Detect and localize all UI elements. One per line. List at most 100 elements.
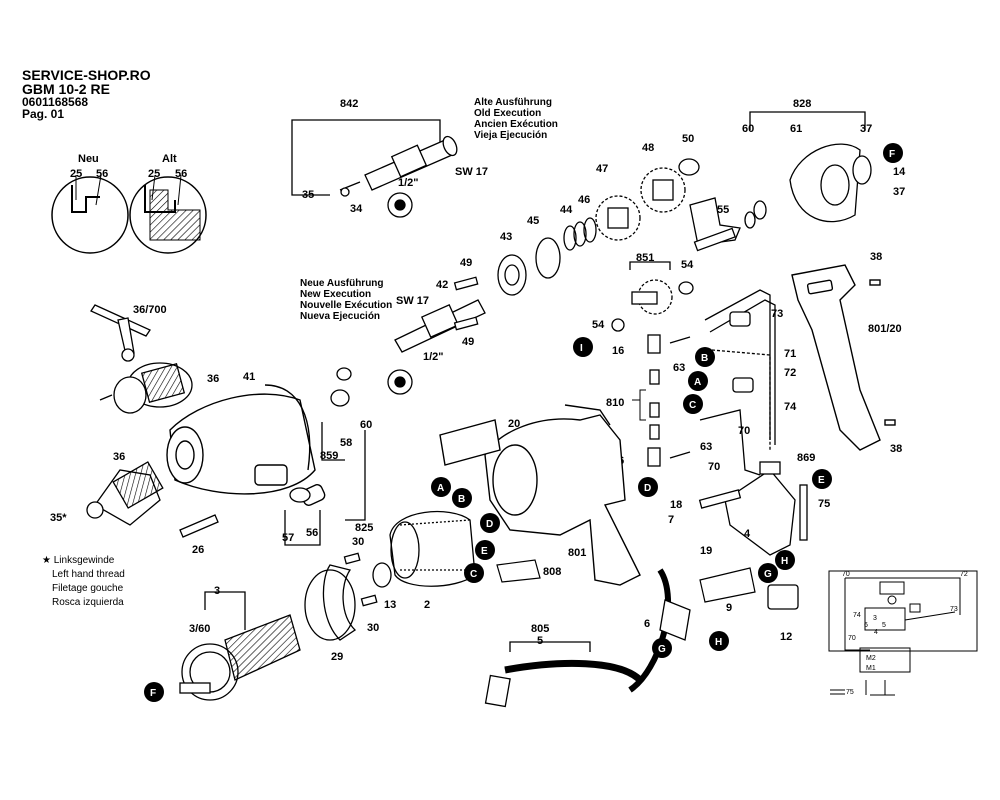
svg-text:B: B	[458, 494, 465, 505]
svg-text:73: 73	[950, 606, 958, 613]
shaft-42	[387, 276, 486, 395]
wiring-schematic	[828, 570, 978, 696]
old-execution-de: Alte Ausführung	[474, 97, 552, 108]
label-neu: Neu	[78, 153, 99, 165]
label-41: 41	[243, 371, 255, 383]
label-828: 828	[793, 98, 811, 110]
svg-text:74: 74	[853, 612, 861, 619]
svg-text:6: 6	[864, 622, 868, 629]
label-869: 869	[797, 452, 815, 464]
new-execution-es: Nueva Ejecución	[300, 311, 381, 322]
left-hand-fr: Filetage gouche	[52, 583, 124, 594]
auxiliary-handle	[791, 264, 896, 451]
label-3-60: 3/60	[189, 623, 210, 635]
label-859: 859	[320, 450, 338, 462]
label-63-a: 63	[673, 362, 685, 374]
label-808: 808	[543, 566, 561, 578]
svg-text:70: 70	[848, 635, 856, 642]
label-801: 801	[568, 547, 586, 559]
label-20: 20	[508, 418, 520, 430]
marker-a-left: A	[431, 477, 451, 497]
power-cable	[484, 568, 691, 708]
schematic-labels: 70 72 74 3 6 5 4 73 70 M2 M1 75	[842, 571, 968, 696]
bearing-gears	[497, 158, 700, 296]
label-5: 5	[537, 635, 543, 647]
svg-text:A: A	[694, 377, 701, 388]
svg-text:M1: M1	[866, 665, 876, 672]
label-44: 44	[560, 204, 573, 216]
old-execution-en: Old Execution	[474, 108, 542, 119]
left-hand-thread-note: ★ Linksgewinde Left hand thread Filetage…	[42, 554, 125, 610]
left-hand-de: Linksgewinde	[53, 555, 115, 566]
marker-i: I	[573, 337, 593, 357]
gear-housing-41	[166, 384, 326, 506]
shift-fork-55	[689, 197, 741, 252]
label-48: 48	[642, 142, 654, 154]
svg-text:G: G	[764, 569, 772, 580]
new-execution-de: Neue Ausführung	[300, 278, 384, 289]
label-36-b: 36	[113, 451, 125, 463]
label-805: 805	[531, 623, 549, 635]
label-38-b: 38	[890, 443, 902, 455]
svg-text:C: C	[689, 400, 696, 411]
label-75: 75	[818, 498, 830, 510]
marker-g-bottom: G	[652, 638, 672, 658]
housing-small-parts	[179, 367, 366, 546]
label-18: 18	[670, 499, 682, 511]
part-number: 0601168568	[22, 95, 89, 109]
shop-name: SERVICE-SHOP.RO	[22, 67, 151, 83]
marker-circles: F I B A C D E H G A B D E C F G H	[144, 143, 903, 702]
gear-cover-828	[744, 111, 872, 229]
label-neu-56: 56	[96, 168, 108, 180]
label-825: 825	[355, 522, 373, 534]
marker-h-bottom: H	[709, 631, 729, 651]
marker-d-right: D	[638, 477, 658, 497]
shaft-842	[291, 119, 458, 218]
marker-c-right: C	[683, 394, 703, 414]
label-4: 4	[744, 528, 751, 540]
marker-h-right: H	[775, 550, 795, 570]
label-sw17-b: SW 17	[396, 295, 429, 307]
label-801-20: 801/20	[868, 323, 902, 335]
label-43: 43	[500, 231, 512, 243]
svg-text:M2: M2	[866, 655, 876, 662]
svg-text:C: C	[470, 569, 477, 580]
label-63-b: 63	[700, 441, 712, 453]
label-26: 26	[192, 544, 204, 556]
label-54-a: 54	[681, 259, 694, 271]
label-30-b: 30	[367, 622, 379, 634]
label-9: 9	[726, 602, 732, 614]
gear-851	[611, 261, 694, 332]
label-neu-25: 25	[70, 168, 82, 180]
svg-text:75: 75	[846, 689, 854, 696]
marker-f-left: F	[144, 682, 164, 702]
label-58: 58	[340, 437, 352, 449]
detail-neu	[51, 174, 129, 254]
marker-b-left: B	[452, 488, 472, 508]
label-810: 810	[606, 397, 624, 409]
label-70-a: 70	[738, 425, 750, 437]
svg-text:4: 4	[874, 629, 878, 636]
armature	[179, 552, 392, 701]
marker-a-right: A	[688, 371, 708, 391]
page-number: Pag. 01	[22, 107, 65, 121]
svg-text:I: I	[580, 343, 583, 354]
label-38-a: 38	[870, 251, 882, 263]
old-execution-fr: Ancien Exécution	[474, 119, 558, 130]
label-19: 19	[700, 545, 712, 557]
label-71: 71	[784, 348, 796, 360]
new-execution-en: New Execution	[300, 289, 372, 300]
label-61: 61	[790, 123, 802, 135]
chuck-key	[90, 304, 151, 362]
label-60-b: 60	[360, 419, 372, 431]
switch-869	[698, 461, 808, 610]
label-37-a: 37	[860, 123, 872, 135]
marker-e-right: E	[812, 469, 832, 489]
label-35: 35	[302, 189, 314, 201]
svg-text:70: 70	[842, 571, 850, 578]
label-50: 50	[682, 133, 694, 145]
marker-c-left: C	[464, 563, 484, 583]
left-hand-es: Rosca izquierda	[52, 597, 124, 608]
svg-text:E: E	[481, 546, 488, 557]
